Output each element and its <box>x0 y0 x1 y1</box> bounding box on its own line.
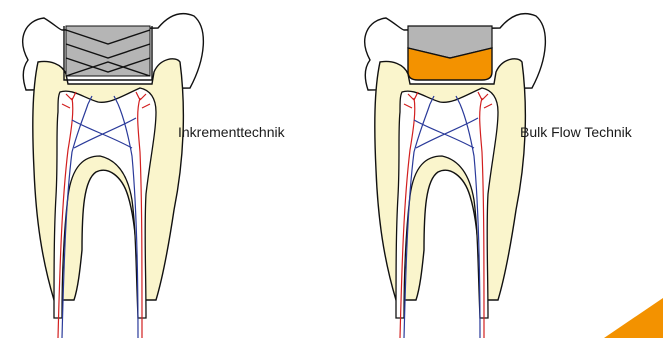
label-incremental-technique: Inkrementtechnik <box>178 124 285 140</box>
tooth-bulk-flow <box>365 14 546 318</box>
tooth-incremental <box>23 14 204 318</box>
label-bulk-flow-technique: Bulk Flow Technik <box>520 124 632 140</box>
corner-accent <box>604 298 663 338</box>
